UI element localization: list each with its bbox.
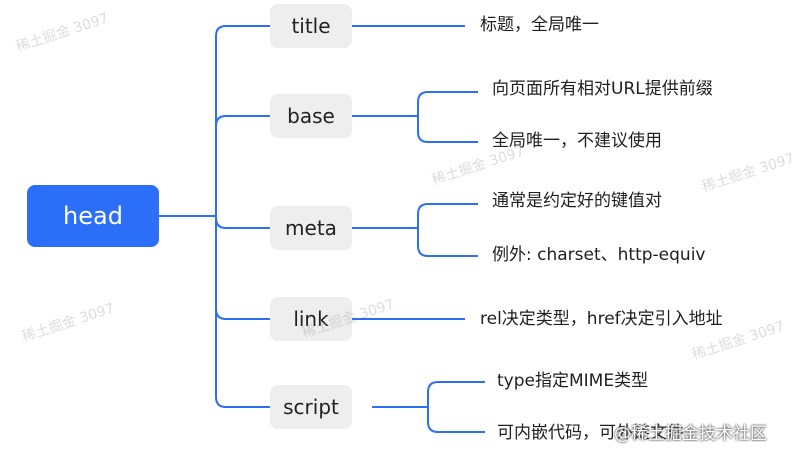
leaf-title-desc: 标题，全局唯一 (480, 15, 599, 35)
leaf-base-desc-1: 向页面所有相对URL提供前缀 (492, 79, 713, 99)
branch-label: base (287, 104, 335, 128)
leaf-script-desc-2: 可内嵌代码，可外链文件 (497, 423, 684, 443)
branch-label: script (283, 395, 339, 419)
leaf-meta-desc-2: 例外: charset、http-equiv (492, 245, 706, 265)
branch-node-base: base (270, 94, 352, 138)
leaf-connector-base-1 (417, 91, 478, 116)
branch-node-link: link (270, 297, 352, 341)
leaf-script-desc-1: type指定MIME类型 (497, 371, 649, 391)
watermark-credit: @稀土掘金技术社区 (614, 424, 767, 444)
branch-node-title: title (270, 4, 352, 48)
branch-connector-link (215, 216, 270, 320)
branch-label: meta (285, 216, 337, 240)
branch-connector-script (215, 216, 270, 408)
leaf-connector-script-1 (427, 381, 485, 407)
leaf-meta-desc-1: 通常是约定好的键值对 (492, 191, 662, 211)
branch-node-meta: meta (270, 206, 352, 250)
branch-node-script: script (270, 385, 352, 429)
branch-connector-base (215, 115, 270, 216)
leaf-connector-script-2 (427, 407, 485, 433)
branch-connector-title (215, 25, 270, 216)
leaf-connector-meta-1 (417, 203, 478, 228)
leaf-link-desc: rel决定类型，href决定引入地址 (480, 309, 723, 329)
leaf-connector-meta-2 (417, 228, 478, 257)
leaf-connector-base-2 (417, 116, 478, 143)
branch-label: link (293, 307, 329, 331)
root-node-head: head (27, 185, 159, 247)
root-node-label: head (63, 202, 123, 230)
branch-label: title (291, 14, 331, 38)
leaf-base-desc-2: 全局唯一，不建议使用 (492, 131, 662, 151)
branch-connector-meta (215, 216, 270, 229)
